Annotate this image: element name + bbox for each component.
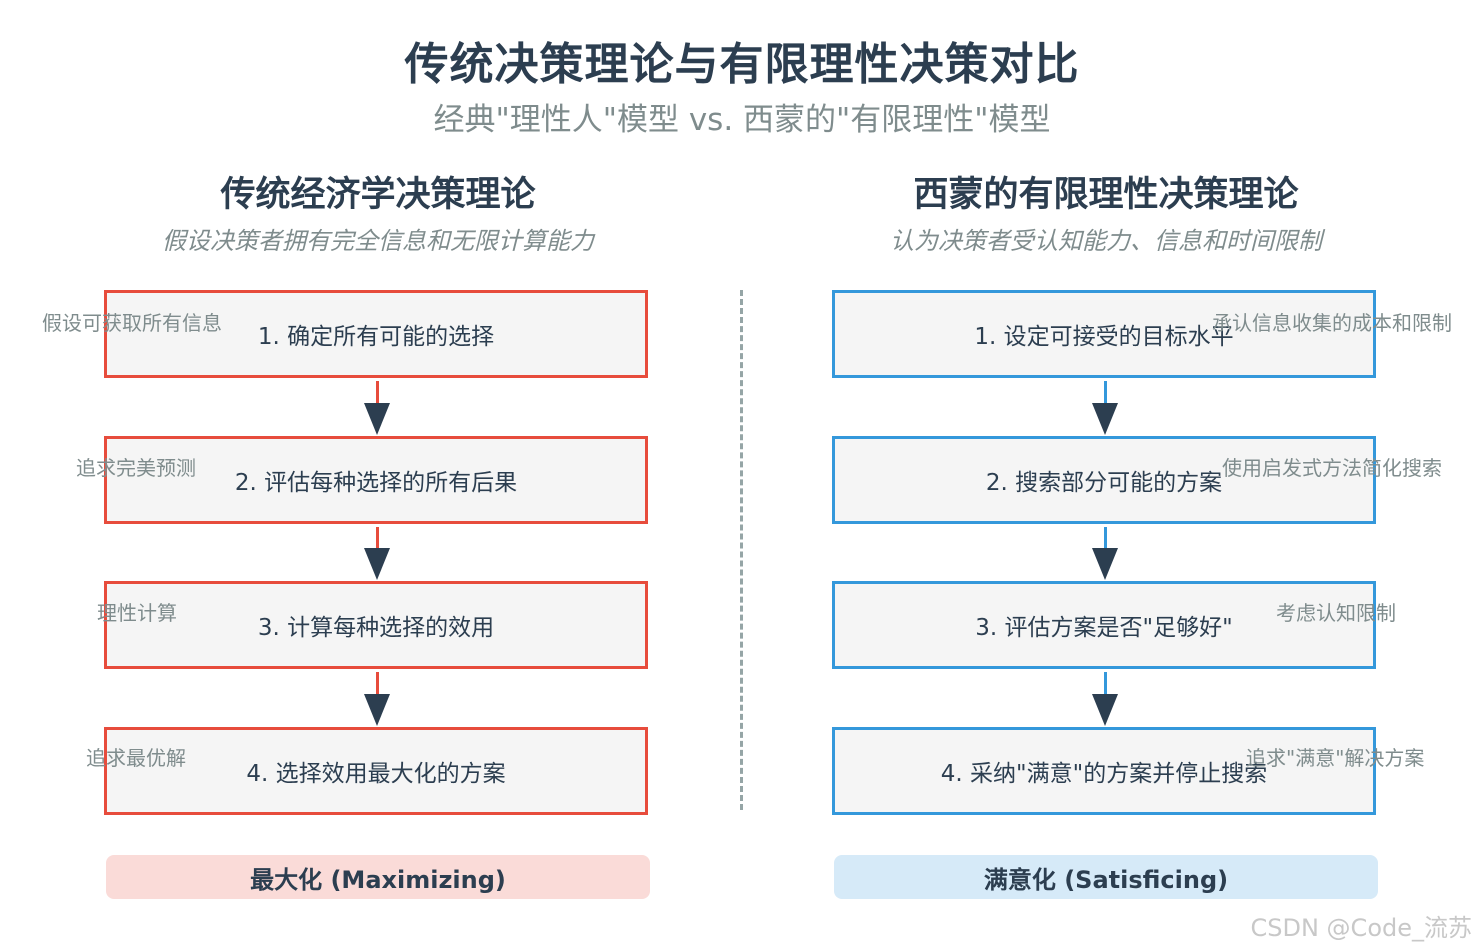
right-step-2: 2. 搜索部分可能的方案	[832, 436, 1376, 524]
right-step-4: 4. 采纳"满意"的方案并停止搜索	[832, 727, 1376, 815]
left-step-2-note: 追求完美预测	[76, 456, 196, 480]
right-arrow-2	[1092, 548, 1118, 580]
right-step-3: 3. 评估方案是否"足够好"	[832, 581, 1376, 669]
right-connector-3	[1104, 672, 1107, 696]
left-result-badge: 最大化 (Maximizing)	[106, 855, 650, 899]
left-connector-1	[376, 381, 379, 405]
left-step-3-note: 理性计算	[97, 601, 177, 625]
left-step-3: 3. 计算每种选择的效用	[104, 581, 648, 669]
right-step-2-note: 使用启发式方法简化搜索	[1222, 456, 1442, 480]
left-arrow-3	[364, 694, 390, 726]
right-step-1-note: 承认信息收集的成本和限制	[1212, 311, 1452, 335]
right-step-3-note: 考虑认知限制	[1276, 601, 1396, 625]
left-arrow-1	[364, 403, 390, 435]
right-column-subtitle: 认为决策者受认知能力、信息和时间限制	[890, 227, 1322, 255]
page-title: 传统决策理论与有限理性决策对比	[404, 39, 1080, 90]
left-step-4: 4. 选择效用最大化的方案	[104, 727, 648, 815]
right-result-badge: 满意化 (Satisficing)	[834, 855, 1378, 899]
page-subtitle: 经典"理性人"模型 vs. 西蒙的"有限理性"模型	[433, 102, 1051, 138]
column-divider	[740, 290, 743, 810]
left-step-2: 2. 评估每种选择的所有后果	[104, 436, 648, 524]
left-arrow-2	[364, 548, 390, 580]
left-step-4-note: 追求最优解	[86, 746, 186, 770]
right-connector-2	[1104, 527, 1107, 550]
left-connector-3	[376, 672, 379, 696]
watermark: CSDN @Code_流苏	[1250, 914, 1473, 942]
left-column-subtitle: 假设决策者拥有完全信息和无限计算能力	[162, 227, 594, 255]
left-step-1: 1. 确定所有可能的选择	[104, 290, 648, 378]
left-step-1-note: 假设可获取所有信息	[42, 311, 222, 335]
right-arrow-1	[1092, 403, 1118, 435]
right-column-title: 西蒙的有限理性决策理论	[913, 175, 1299, 215]
right-arrow-3	[1092, 694, 1118, 726]
right-connector-1	[1104, 381, 1107, 405]
left-column-title: 传统经济学决策理论	[220, 175, 536, 215]
right-step-1: 1. 设定可接受的目标水平	[832, 290, 1376, 378]
left-connector-2	[376, 527, 379, 550]
right-step-4-note: 追求"满意"解决方案	[1246, 746, 1425, 770]
